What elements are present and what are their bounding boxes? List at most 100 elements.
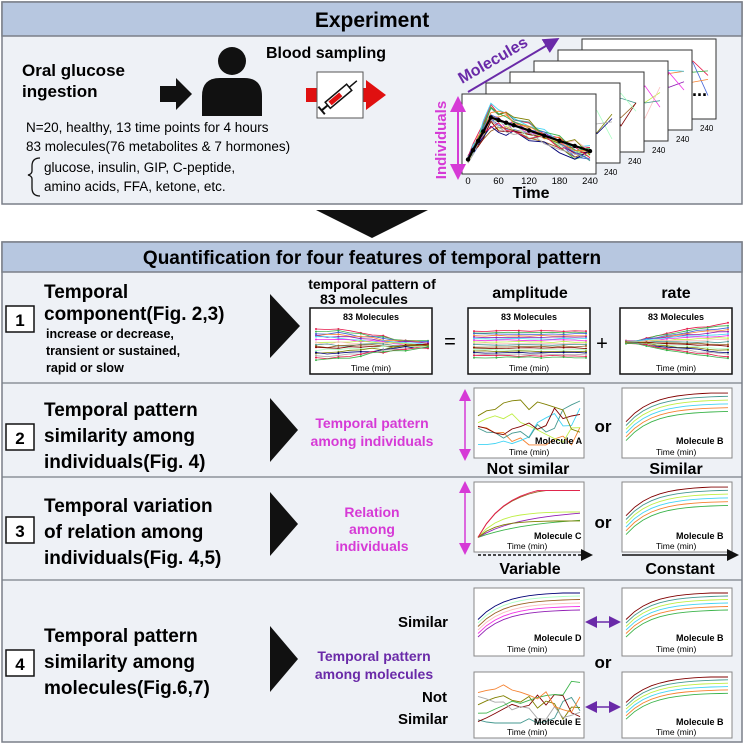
individual-curve — [477, 519, 581, 538]
component-point — [315, 327, 317, 330]
mean-point — [470, 147, 476, 153]
row-3-title-line3: individuals(Fig. 4,5) — [44, 548, 221, 569]
component-point — [706, 334, 709, 337]
component-point — [315, 335, 317, 338]
component-point — [427, 347, 429, 350]
component-point — [337, 338, 340, 341]
row-4-similar-label: Similar — [398, 614, 448, 631]
variable-label: Variable — [499, 561, 560, 578]
constant-label: Constant — [645, 561, 715, 578]
molecule-d-label: Molecule D — [534, 633, 582, 643]
component-line — [625, 338, 729, 343]
component-point — [540, 339, 543, 342]
component-point — [473, 339, 475, 342]
component-point — [540, 342, 543, 345]
molecule-b-time-label-row4-bottom: Time (min) — [656, 727, 696, 737]
component-point — [427, 345, 429, 348]
individual-curve — [477, 694, 581, 723]
component-point — [315, 349, 317, 352]
component-point — [686, 336, 689, 339]
component-point — [517, 343, 520, 346]
component-point — [727, 324, 729, 327]
component-point — [404, 345, 407, 348]
component-point — [382, 349, 385, 352]
component-point — [382, 335, 385, 338]
ellipsis: ... — [692, 80, 707, 100]
rate-panel-time-label: Time (min) — [656, 363, 696, 373]
rate-panel-title: 83 Molecules — [648, 312, 704, 322]
row-4-label-line1: Temporal pattern — [317, 648, 430, 664]
component-point — [562, 337, 565, 340]
component-point — [473, 340, 475, 343]
component-line — [473, 334, 587, 337]
row-2-chevron-icon — [270, 398, 298, 462]
molecule-b-lines-row4-top — [625, 592, 729, 638]
component-point — [562, 333, 565, 336]
row-4-not-similar-label: Similar — [398, 711, 448, 728]
component-point — [495, 344, 498, 347]
component-point — [727, 348, 729, 351]
component-point — [359, 353, 362, 356]
component-line — [626, 342, 729, 355]
row-3-number-box — [5, 516, 35, 544]
row-2-title-line2: similarity among — [44, 426, 195, 447]
component-point — [404, 349, 407, 352]
component-point — [562, 356, 565, 359]
component-point — [727, 330, 729, 333]
component-point — [665, 344, 668, 347]
individual-curve — [625, 686, 729, 713]
molecule-b-lines-row4-bottom — [625, 676, 729, 720]
molecule-c-label: Molecule C — [534, 531, 582, 541]
component-point — [585, 344, 587, 347]
row-4-chevron-icon — [270, 626, 298, 692]
component-point — [337, 347, 340, 350]
row-3-label-line1: Relation — [344, 504, 399, 520]
row-1-sub-line1: increase or decrease, — [46, 327, 174, 341]
molecule-c-time-label: Time (min) — [507, 541, 547, 551]
component-point — [337, 335, 340, 338]
component-point — [540, 356, 543, 359]
individual-curve — [477, 399, 581, 433]
component-point — [473, 352, 475, 355]
individual-curve — [625, 410, 729, 441]
component-line — [473, 337, 587, 340]
time-tick-60: 60 — [493, 176, 504, 187]
individual-curve — [625, 682, 729, 710]
pattern-heading-line1: temporal pattern of — [308, 276, 436, 292]
component-point — [495, 341, 498, 344]
component-line — [315, 347, 429, 360]
component-point — [727, 334, 729, 337]
mean-point — [572, 143, 577, 149]
time-tick-0: 0 — [465, 176, 470, 187]
individual-curve — [477, 696, 581, 724]
individual-curve — [477, 606, 581, 634]
component-point — [404, 340, 407, 343]
individual-curve — [625, 592, 728, 620]
component-point — [315, 351, 317, 354]
component-point — [727, 351, 729, 354]
individual-curve — [625, 676, 728, 703]
individual-curve — [625, 486, 728, 517]
individual-curve — [477, 511, 581, 538]
component-point — [585, 335, 587, 338]
component-line — [473, 348, 587, 351]
component-point — [585, 341, 587, 344]
mean-point — [511, 123, 516, 128]
component-point — [585, 350, 587, 353]
component-point — [727, 357, 729, 360]
component-point — [359, 332, 362, 335]
component-point — [706, 332, 709, 335]
molecule-b-label-row3: Molecule B — [676, 531, 724, 541]
molecule-b-time-label-row2: Time (min) — [656, 447, 696, 457]
mean-point — [587, 148, 593, 154]
component-point — [540, 329, 543, 332]
individual-curve — [477, 512, 581, 538]
component-point — [727, 338, 729, 341]
row-4-title-line2: similarity among — [44, 652, 195, 673]
individual-curve — [477, 695, 581, 720]
component-line — [473, 351, 587, 354]
stacked-plot-tick: 240 — [676, 135, 690, 144]
row-2-number: 2 — [15, 429, 24, 448]
component-point — [473, 334, 475, 337]
